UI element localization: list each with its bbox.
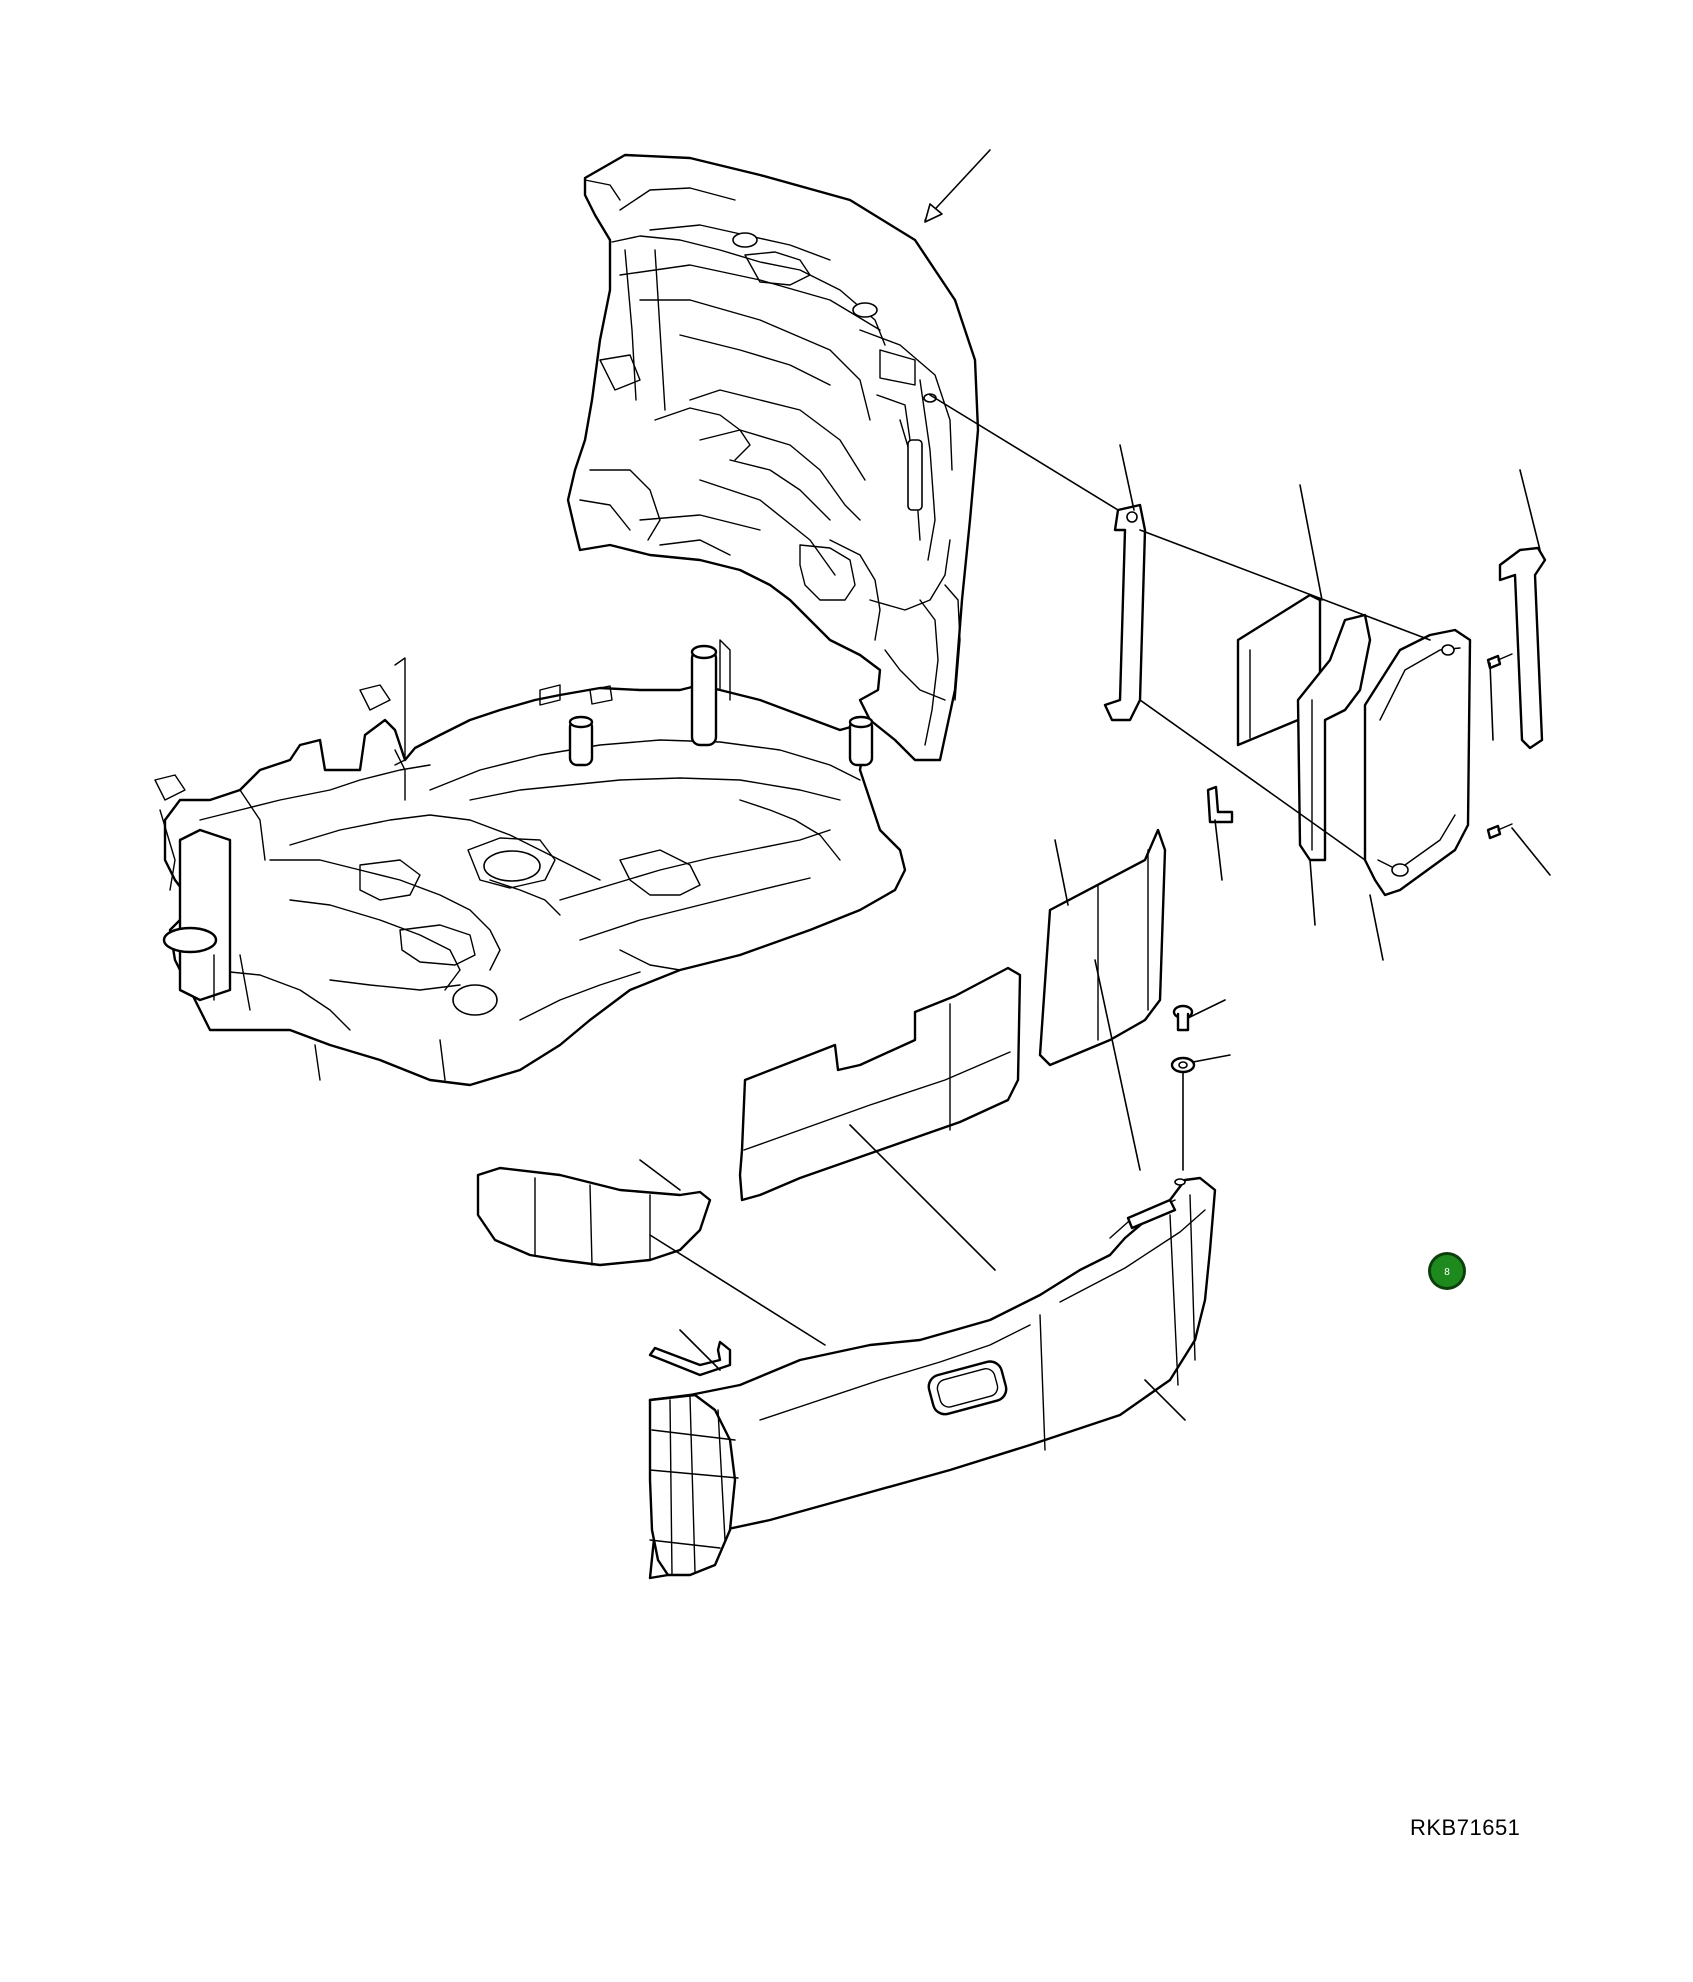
bolt-upper [1486,653,1513,670]
callout-marker: 8 [1428,1252,1466,1290]
drawing-reference-number: RKB71651 [1410,1815,1521,1840]
small-bracket [1206,785,1234,824]
hex-wrench [648,1340,732,1377]
mounting-bolt [1172,1004,1194,1032]
counterweight [648,1176,1217,1580]
leader-lines [639,149,1551,1421]
grab-handle [1498,546,1547,750]
mounting-bracket [1103,503,1147,722]
seal-strip [1296,613,1372,862]
counterweight-cover-left [476,1166,712,1267]
access-door [1363,628,1472,897]
marker-label: 8 [1444,1267,1450,1278]
revolving-frame [154,639,907,1087]
washer [1170,1056,1196,1074]
counterweight-cover-center [738,966,1022,1202]
hood-support-frame [566,153,980,762]
bolt-lower [1486,823,1513,840]
counterweight-cover-right [1038,828,1167,1067]
